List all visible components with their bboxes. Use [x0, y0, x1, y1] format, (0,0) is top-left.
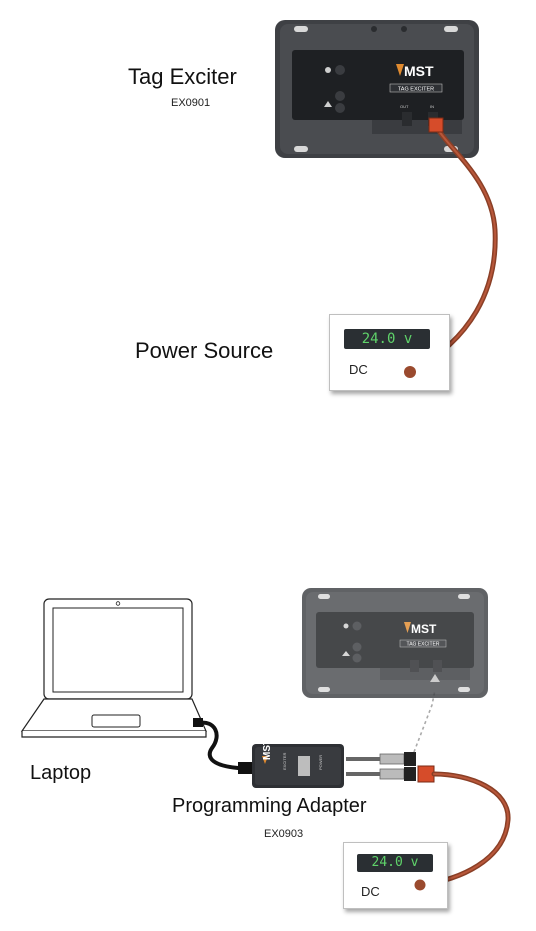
programming-adapter-code: EX0903 — [264, 828, 303, 840]
faded-device-panel-text: TAG EXCITER — [407, 642, 440, 648]
power-connector-bottom — [410, 876, 430, 896]
programming-adapter-label: Programming Adapter — [172, 795, 367, 818]
power-source-box-bottom — [343, 842, 448, 909]
tag-exciter-device-faded: MST TAG EXCITER — [300, 584, 490, 702]
faded-device-brand: MST — [411, 622, 437, 636]
power-readout-bottom: 24.0 v — [357, 854, 433, 872]
dc-label-bottom: DC — [361, 884, 380, 899]
